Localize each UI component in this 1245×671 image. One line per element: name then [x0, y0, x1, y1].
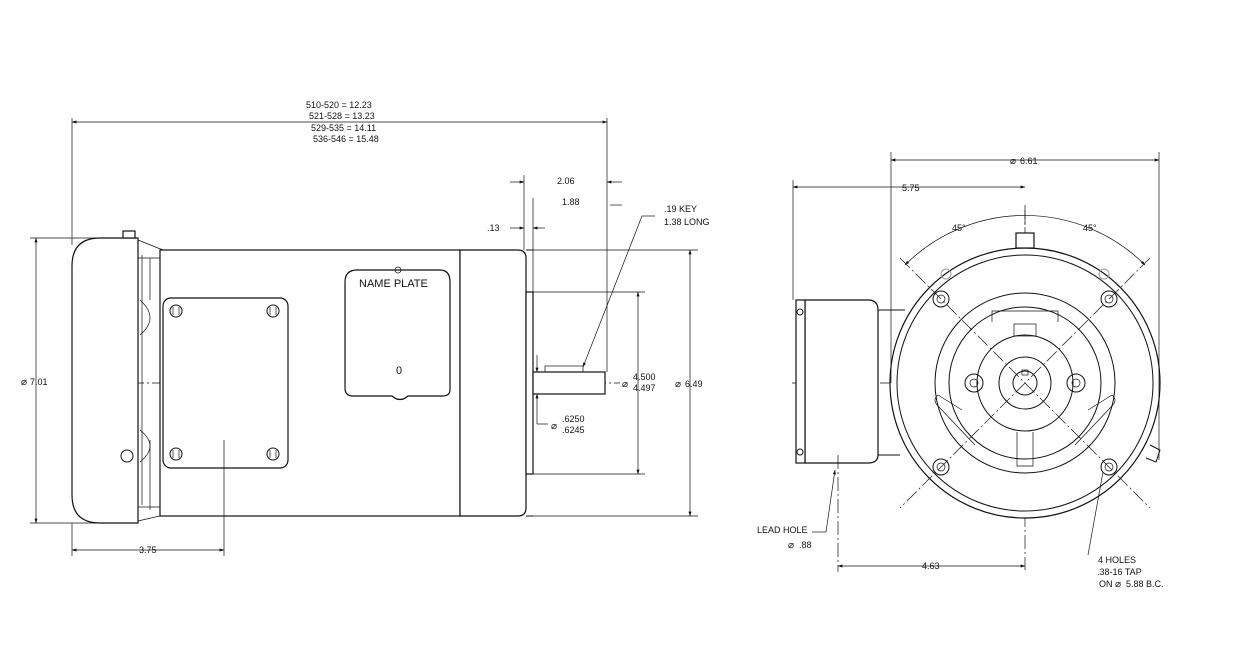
end-view: 45° 45° ⌀ 6.61 5.75 LEAD HOLE ⌀ .88 4.63… — [757, 152, 1164, 590]
slot-top — [991, 310, 1059, 322]
shaft-key — [544, 365, 584, 373]
shaft-end — [1012, 370, 1038, 396]
angle-left: 45° — [952, 223, 966, 233]
dim-7-01: 7.01 — [30, 377, 48, 387]
slot-right — [1074, 394, 1116, 446]
conduit-screws — [169, 304, 280, 461]
bearing-hub — [976, 334, 1074, 432]
side-view: NAME PLATE 0 510-520 = 12.23 521-528 = 1… — [21, 100, 710, 556]
lead-hole-label: LEAD HOLE — [757, 525, 808, 535]
holes-callout-2: .38-16 TAP — [1097, 567, 1142, 577]
shaft — [532, 371, 606, 395]
diameter-symbol: ⌀ — [675, 379, 681, 390]
length-529-535: 529-535 = 14.11 — [311, 123, 376, 133]
shaft-top: .6250 — [562, 414, 585, 424]
diameter-symbol: ⌀ — [1010, 156, 1016, 167]
nameplate-label: NAME PLATE — [359, 278, 428, 290]
holes-callout-1: 4 HOLES — [1098, 555, 1136, 565]
dim-5-75: 5.75 — [902, 183, 920, 193]
dim-6-61: 6.61 — [1020, 156, 1038, 166]
dim-4-63: 4.63 — [922, 561, 940, 571]
diameter-symbol: ⌀ — [788, 540, 794, 551]
shaft-bottom: .6245 — [562, 425, 585, 435]
face-ring — [934, 292, 1116, 474]
dim-1-88: 1.88 — [562, 197, 580, 207]
tapped-holes — [932, 268, 1118, 476]
conduit-box — [162, 297, 289, 469]
end-bell — [459, 249, 527, 517]
length-536-546: 536-546 = 15.48 — [313, 134, 379, 144]
key-callout-2: 1.38 LONG — [664, 217, 710, 227]
pilot-top: 4.500 — [633, 372, 656, 382]
slot-left — [934, 394, 976, 446]
nameplate — [344, 269, 451, 401]
cooling-fins — [137, 239, 169, 522]
dim-3-75: 3.75 — [139, 545, 157, 555]
diameter-symbol: ⌀ — [551, 421, 557, 432]
length-510-520: 510-520 = 12.23 — [306, 100, 372, 110]
top-lug — [1015, 232, 1035, 249]
length-521-528: 521-528 = 13.23 — [309, 111, 375, 121]
fan-cover — [71, 237, 139, 524]
nameplate-zero: 0 — [396, 365, 402, 377]
angle-right: 45° — [1083, 223, 1097, 233]
dim-6-49: 6.49 — [685, 379, 703, 389]
fan-cover-bolt — [120, 449, 134, 463]
diameter-symbol: ⌀ — [21, 377, 27, 388]
lead-hole-dia: .88 — [799, 540, 812, 550]
top-bolt — [122, 230, 136, 239]
dim-2-06: 2.06 — [557, 176, 575, 186]
conduit-box-side — [804, 299, 879, 464]
diameter-symbol: ⌀ — [622, 379, 628, 390]
diameter-symbol: ⌀ — [1115, 579, 1121, 590]
pilot-bottom: 4.497 — [633, 383, 656, 393]
key-callout-1: .19 KEY — [664, 204, 697, 214]
slot-bottom — [1016, 432, 1034, 467]
holes-callout-3a: ON — [1099, 579, 1113, 589]
face-flange — [525, 291, 534, 475]
dim-13: .13 — [487, 223, 500, 233]
holes-callout-3b: 5.88 B.C. — [1126, 579, 1164, 589]
